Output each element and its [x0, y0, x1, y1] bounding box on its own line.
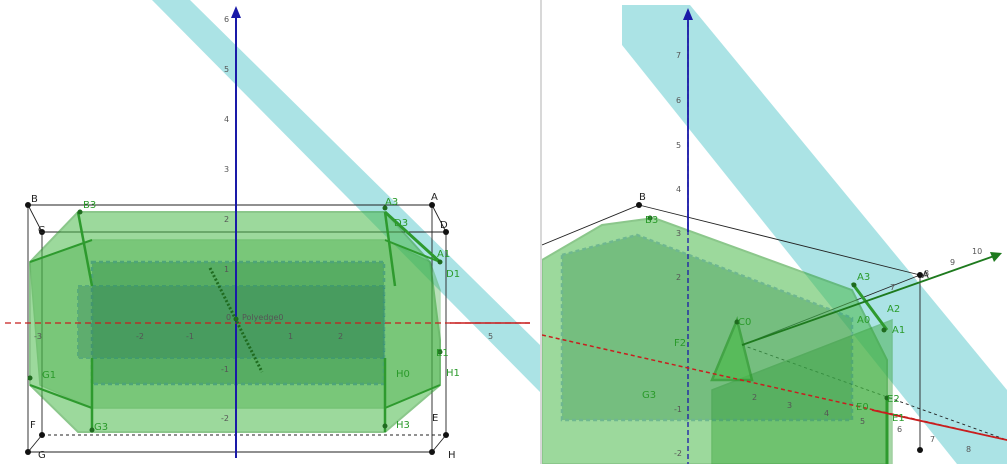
label-A: A [922, 270, 929, 281]
label-B: B [31, 194, 38, 205]
label-G: G [38, 450, 46, 461]
x-tick: 4 [824, 409, 829, 418]
label-D3: D3 [394, 218, 408, 229]
z-tick: 1 [224, 265, 229, 274]
label-F: F [30, 420, 36, 431]
z-tick: 6 [676, 96, 681, 105]
y-tick: 7 [890, 283, 895, 292]
label-E1: E1 [436, 348, 449, 359]
z-tick: 7 [676, 51, 681, 60]
label-G1: G1 [42, 370, 56, 381]
x-tick: -3 [34, 332, 42, 341]
label-E: E [432, 413, 438, 424]
z-tick: 3 [676, 229, 681, 238]
label-G3: G3 [642, 390, 656, 401]
label-C0: C0 [738, 317, 751, 328]
z-tick-labels: 6 5 4 3 2 1 -1 -2 [221, 15, 229, 423]
label-E0: E0 [856, 402, 869, 413]
x-tick: 2 [752, 393, 757, 402]
z-tick: 6 [224, 15, 229, 24]
z-tick: 2 [676, 273, 681, 282]
label-A0: A0 [857, 315, 870, 326]
box-vertices[interactable] [25, 202, 449, 455]
x-tick-labels: 2 3 4 5 6 7 8 [752, 393, 971, 454]
label-G3: G3 [94, 422, 108, 433]
y-tick: 10 [972, 247, 982, 256]
label-B: B [639, 192, 646, 203]
left-graphics-canvas[interactable]: 6 5 4 3 2 1 -1 -2 -3 -2 -1 1 2 5 B A C D… [0, 0, 540, 464]
label-A1: A1 [892, 325, 905, 336]
z-tick: 4 [676, 185, 681, 194]
z-tick: 5 [224, 65, 229, 74]
vertices[interactable] [636, 202, 923, 453]
z-tick: -2 [674, 449, 682, 458]
z-axis [231, 6, 241, 458]
label-C: C [38, 225, 45, 236]
x-tick: 3 [787, 401, 792, 410]
green-vertices[interactable] [27, 205, 443, 433]
x-tick: -1 [186, 332, 194, 341]
z-tick: -1 [674, 405, 682, 414]
x-axis [542, 334, 1007, 441]
z-axis [683, 8, 693, 464]
z-tick: 2 [224, 215, 229, 224]
x-tick: -2 [136, 332, 144, 341]
polyhedron[interactable] [542, 216, 893, 464]
x-tick: 6 [897, 425, 902, 434]
z-tick: 4 [224, 115, 229, 124]
x-tick-labels: -3 -2 -1 1 2 5 [34, 332, 493, 341]
left-3d-view[interactable]: 6 5 4 3 2 1 -1 -2 -3 -2 -1 1 2 5 B A C D… [0, 0, 540, 464]
z-tick: 5 [676, 141, 681, 150]
right-3d-view[interactable]: 7 6 5 4 3 2 -1 -2 2 3 4 5 6 7 8 7 8 9 10… [542, 0, 1007, 464]
label-B3: B3 [83, 200, 96, 211]
plane [622, 5, 1007, 464]
right-graphics-canvas[interactable]: 7 6 5 4 3 2 -1 -2 2 3 4 5 6 7 8 7 8 9 10… [542, 0, 1007, 464]
z-tick: -2 [221, 414, 229, 423]
x-tick: 5 [488, 332, 493, 341]
label-origin: 0 [226, 313, 231, 322]
y-axis [741, 252, 1002, 346]
x-tick: 7 [930, 435, 935, 444]
label-A1: A1 [437, 249, 450, 260]
y-tick-labels: 7 8 9 10 [890, 247, 982, 292]
x-tick: 1 [288, 332, 293, 341]
label-polyedge: Polyedge0 [242, 313, 283, 322]
y-tick: 8 [924, 269, 929, 278]
label-H1: H1 [446, 368, 460, 379]
label-H: H [448, 450, 456, 461]
z-tick-labels: 7 6 5 4 3 2 -1 -2 [674, 51, 682, 458]
label-B3: B3 [645, 215, 658, 226]
z-tick: 3 [224, 165, 229, 174]
x-tick: 2 [338, 332, 343, 341]
label-E1: E1 [892, 413, 905, 424]
panel-divider [540, 0, 542, 464]
label-E2: E2 [887, 394, 900, 405]
z-tick: -1 [221, 365, 229, 374]
diagonal-segment [208, 267, 264, 373]
y-tick: 9 [950, 258, 955, 267]
label-A: A [431, 192, 438, 203]
x-tick: 8 [966, 445, 971, 454]
label-D1: D1 [446, 269, 460, 280]
label-F2: F2 [674, 338, 686, 349]
label-A2: A2 [887, 304, 900, 315]
label-H0: H0 [396, 369, 410, 380]
label-H3: H3 [396, 420, 410, 431]
x-tick: 5 [860, 417, 865, 426]
plane [152, 0, 540, 392]
label-D: D [440, 220, 448, 231]
label-A3: A3 [385, 197, 398, 208]
label-A3: A3 [857, 272, 870, 283]
